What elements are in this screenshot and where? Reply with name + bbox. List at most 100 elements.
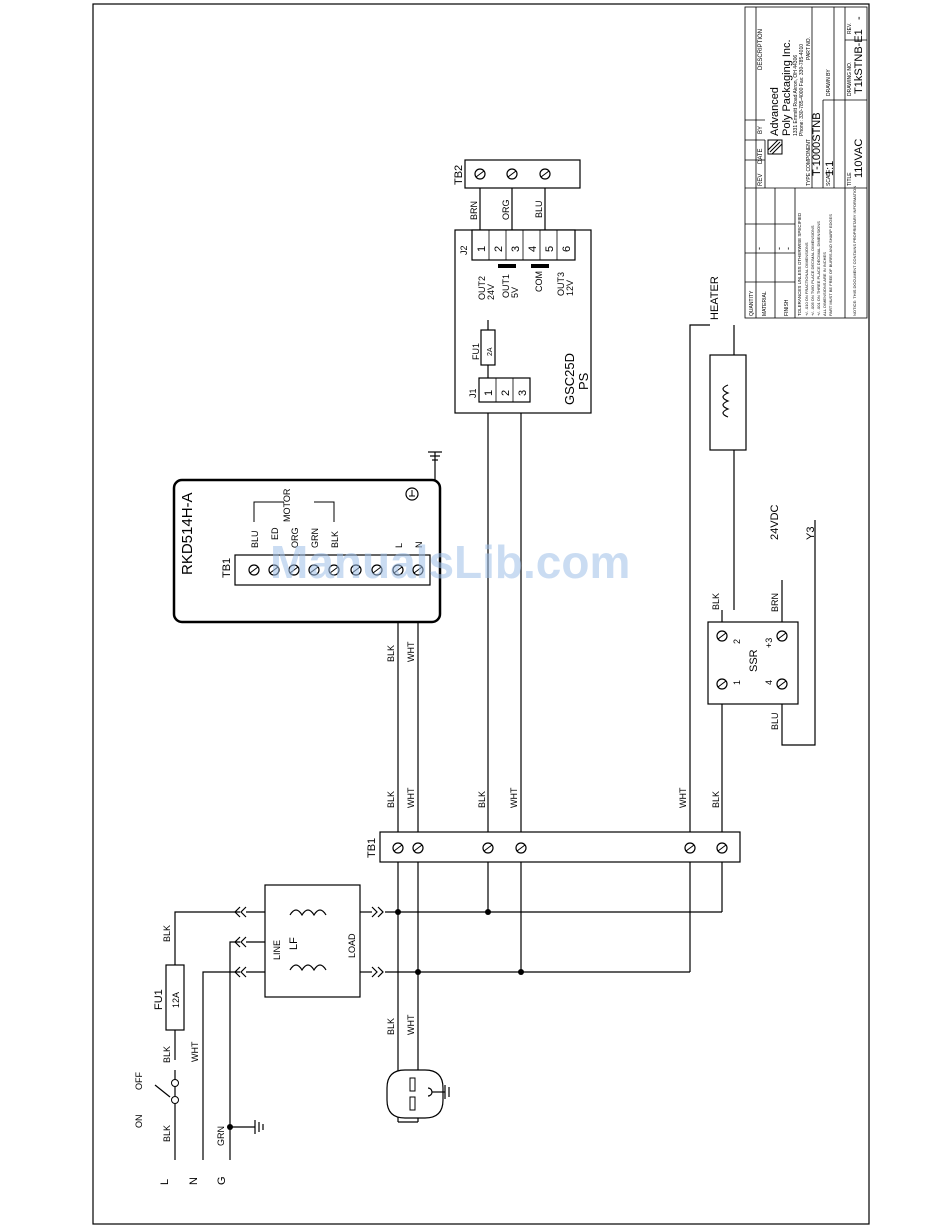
title-value: 110VAC [853, 139, 865, 178]
wire-label-wht: WHT [406, 641, 416, 662]
drawn-by-label: DRAWN BY [826, 69, 832, 96]
switch-off-label: OFF [134, 1072, 144, 1090]
motor-tb-label: TB1 [221, 558, 233, 578]
part-number-label: PART NO. [806, 37, 812, 60]
ps-fuse-label: FU1 [471, 343, 481, 360]
wire-label-brn: BRN [469, 201, 479, 220]
j2-pin-3: 3 [510, 246, 522, 252]
tb2-label: TB2 [453, 165, 465, 185]
tolerance-line-3: +/- .001 ON THREE PLACE DECIMAL DIMENSIO… [816, 221, 821, 316]
supply-24vdc-label: 24VDC [769, 504, 781, 540]
wire-label-wht: WHT [678, 787, 688, 808]
type-label: TYPE COMPONENT [806, 139, 812, 186]
fuse-fu1-label: FU1 [153, 989, 165, 1010]
line-filter: LINE LF LOAD [234, 884, 384, 998]
tolerance-line-5: PART MUST BE FREE OF BURRS AND SHARP EDG… [828, 214, 833, 316]
heater: HEATER [709, 276, 747, 451]
j2-pin-6: 6 [561, 246, 573, 252]
tb1-terminals [392, 842, 728, 854]
motor-pin-5: BLK [330, 531, 340, 548]
company-name-line1: Advanced [769, 87, 781, 136]
tolerance-line-4: ALL DIMENSIONS ARE IN INCHES [822, 252, 827, 316]
wire-label-blk: BLK [386, 791, 396, 808]
out3-label: OUT3 [556, 272, 566, 296]
wire-label-blk: BLK [162, 925, 172, 942]
scale-label: SCALE [826, 169, 832, 186]
terminal-n-label: N [188, 1177, 200, 1185]
wire-label-grn: GRN [216, 1126, 226, 1146]
motor-pin-1: BLU [250, 530, 260, 548]
j2-pin-2: 2 [493, 246, 505, 252]
signal-y3-label: Y3 [805, 527, 817, 540]
j2-pin-1: 1 [476, 246, 488, 252]
j2-pin-5: 5 [544, 246, 556, 252]
wire-label-blu: BLU [770, 712, 780, 730]
scale-value: 1:1 [824, 161, 836, 176]
solid-state-relay: 1 2 4 +3 SSR 24VDC Y3 [707, 504, 817, 705]
ps-model-label: GSC25D [562, 353, 577, 405]
tolerance-line-1: +/- .010 ON FRACTIONAL DIMENSIONS [804, 242, 809, 316]
date-header: DATE [758, 148, 764, 164]
company-logo [767, 139, 783, 155]
ssr-label: SSR [748, 649, 760, 672]
ssr-pin-1: 1 [732, 680, 742, 685]
lf-load-label: LOAD [347, 933, 357, 958]
j2-pin-4: 4 [527, 246, 539, 252]
wire-label-wht: WHT [509, 787, 519, 808]
finish-label: FINISH [784, 299, 790, 316]
ssr-pin-2: 2 [732, 639, 742, 644]
company-address: 1331 Emmitt Road Akron, OH 44306 [793, 55, 799, 136]
switch-on-label: ON [134, 1115, 144, 1129]
fuse-fu1: FU1 12A [153, 964, 185, 1031]
drawing-number: T1kSTNB-E1 [853, 29, 865, 94]
description-header: DESCRIPTION [758, 29, 764, 70]
j1-pin-2: 2 [500, 390, 512, 396]
out1-label: OUT1 [501, 274, 511, 298]
wires [174, 175, 816, 1160]
company-name-line2: Poly Packaging Inc. [781, 39, 793, 136]
material-value: - [774, 247, 784, 250]
rev-value: - [853, 16, 865, 20]
wire-label-blu: BLU [534, 200, 544, 218]
tolerance-line-2: +/- .005 ON TWO PLACE DECIMAL DIMENSIONS [810, 225, 815, 316]
material-label: MATERIAL [762, 291, 768, 316]
rev-header: REV [758, 174, 764, 186]
terminal-block-tb1: TB1 [366, 831, 741, 863]
type-value: T-1000STNB [811, 112, 823, 176]
wire-label-blk: BLK [386, 1018, 396, 1035]
wire-label-brn: BRN [770, 593, 780, 612]
by-header: BY [758, 126, 764, 134]
ps-label: PS [576, 372, 591, 390]
motor-pin-3: ORG [290, 527, 300, 548]
wire-label-wht: WHT [406, 787, 416, 808]
j1-pin-1: 1 [483, 390, 495, 396]
j1-pin-3: 3 [517, 390, 529, 396]
fuse-fu1-rating: 12A [171, 992, 181, 1008]
power-supply: J1 1 2 3 J2 1 2 3 4 5 6 OUT2 24V OUT1 5V… [454, 229, 592, 414]
drawing-number-label: DRAWING NO. [847, 62, 853, 96]
motor-model-label: RKD514H-A [179, 492, 196, 575]
junction-dots [227, 909, 524, 1130]
quantity-label: QUANTITY [749, 290, 755, 316]
wire-label-blk: BLK [477, 791, 487, 808]
j1-label: J1 [468, 388, 478, 398]
com-label: COM [534, 271, 544, 292]
wire-label-blk: BLK [711, 791, 721, 808]
terminal-block-tb2: TB2 [453, 159, 581, 189]
heater-label: HEATER [709, 276, 721, 320]
out1-voltage: 5V [510, 287, 520, 298]
out2-voltage: 24V [486, 284, 496, 300]
title-label: TITLE [847, 172, 853, 186]
motor-n-label: N [414, 542, 424, 549]
title-block: REV DATE BY DESCRIPTION Advanced Poly Pa… [744, 6, 868, 319]
wire-label-blk: BLK [386, 645, 396, 662]
wire-label-blk: BLK [162, 1125, 172, 1142]
lf-line-label: LINE [272, 940, 282, 960]
lf-label: LF [288, 937, 300, 950]
terminal-g-label: G [216, 1176, 228, 1185]
motor-terminals [248, 564, 424, 576]
wire-label-blk: BLK [711, 593, 721, 610]
rev-label: REV. [847, 23, 853, 34]
proprietary-notice: NOTICE: THIS DOCUMENT CONTAINS PROPRIETA… [852, 186, 857, 316]
watermark: ManualsLib.com [270, 536, 630, 588]
